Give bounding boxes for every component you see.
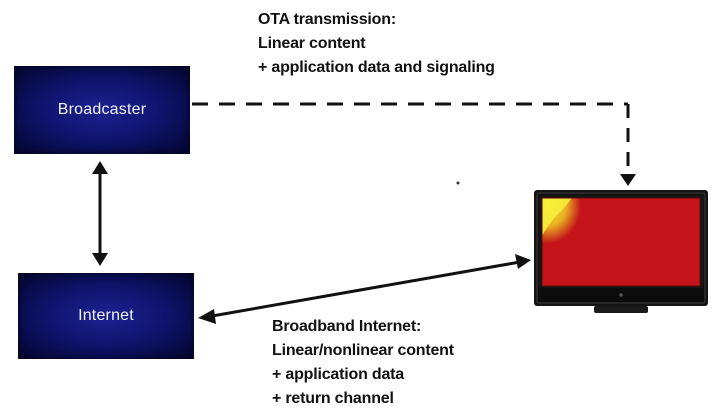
ota-caption-line: OTA transmission: xyxy=(258,11,396,28)
broadband-caption-line: + application data xyxy=(272,366,404,383)
ota-caption-line: Linear content xyxy=(258,35,366,52)
ota-dashed-arrow xyxy=(192,102,636,186)
broadband-caption-line: Linear/nonlinear content xyxy=(272,342,454,359)
broadband-arrow xyxy=(198,254,531,324)
ota-caption: OTA transmission: Linear content + appli… xyxy=(258,8,495,80)
tv-power-light xyxy=(619,293,623,297)
broadcaster-box: Broadcaster xyxy=(14,66,190,154)
broadband-caption-line: Broadband Internet: xyxy=(272,318,422,335)
broadband-caption-line: + return channel xyxy=(272,390,394,407)
television-icon xyxy=(534,190,708,313)
broadcaster-internet-arrow xyxy=(92,161,108,266)
stray-dot xyxy=(456,181,460,185)
broadband-caption: Broadband Internet: Linear/nonlinear con… xyxy=(272,315,454,411)
broadcaster-label: Broadcaster xyxy=(57,101,147,118)
ota-caption-line: + application data and signaling xyxy=(258,59,495,76)
internet-label: Internet xyxy=(78,307,134,324)
tv-stand xyxy=(594,306,648,313)
internet-box: Internet xyxy=(18,273,194,359)
